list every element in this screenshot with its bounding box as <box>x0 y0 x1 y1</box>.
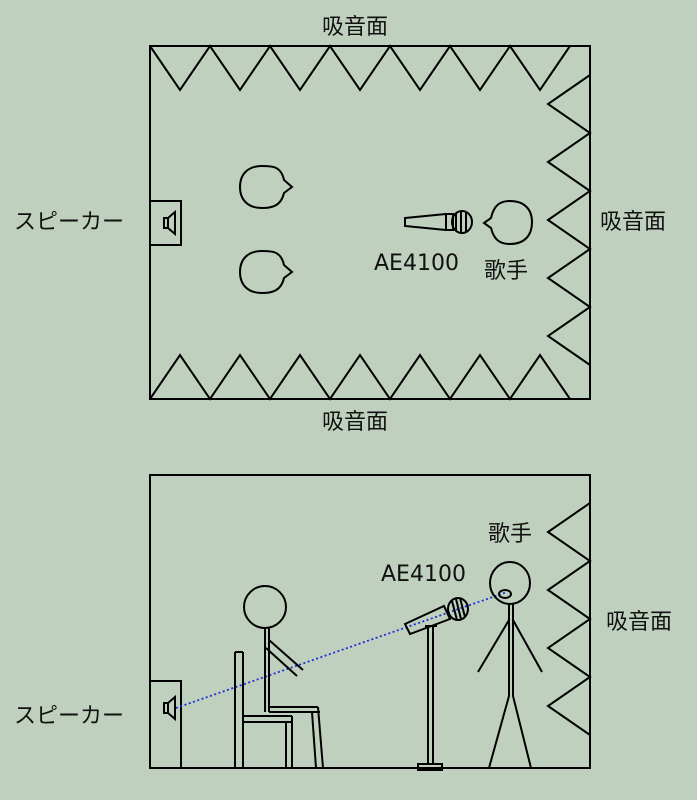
absorber-right-zigzag <box>546 74 592 366</box>
top-label-singer: 歌手 <box>484 259 528 284</box>
standing-singer <box>477 561 543 769</box>
side-label-speaker: スピーカー <box>14 704 124 729</box>
side-label-mic: AE4100 <box>381 562 466 587</box>
top-view: 吸音面 吸音面 吸音面 スピーカー AE4100 歌手 <box>14 15 666 435</box>
top-listener-head-upper <box>238 164 294 210</box>
side-label-absorber-right: 吸音面 <box>606 610 672 635</box>
top-singer-head <box>482 199 534 246</box>
top-label-absorber-right: 吸音面 <box>600 210 666 235</box>
top-label-mic: AE4100 <box>374 251 459 276</box>
mic-stand <box>417 625 443 771</box>
side-speaker <box>149 680 182 769</box>
side-room-outline <box>149 474 591 769</box>
absorber-bottom-zigzag <box>149 353 571 401</box>
seated-listener <box>234 585 324 769</box>
side-absorber-right-zigzag <box>546 502 592 736</box>
top-listener-head-lower <box>238 249 294 295</box>
side-label-singer: 歌手 <box>488 522 532 547</box>
top-label-absorber-top: 吸音面 <box>322 15 388 40</box>
side-view: 歌手 AE4100 吸音面 スピーカー <box>14 474 672 771</box>
absorber-top-zigzag <box>149 44 571 92</box>
sound-path-line <box>175 591 508 709</box>
top-label-absorber-bottom: 吸音面 <box>322 410 388 435</box>
top-room-outline <box>149 45 591 400</box>
top-mic <box>404 210 473 234</box>
top-label-speaker: スピーカー <box>14 210 124 235</box>
top-speaker <box>149 200 182 246</box>
side-mic <box>403 597 469 636</box>
